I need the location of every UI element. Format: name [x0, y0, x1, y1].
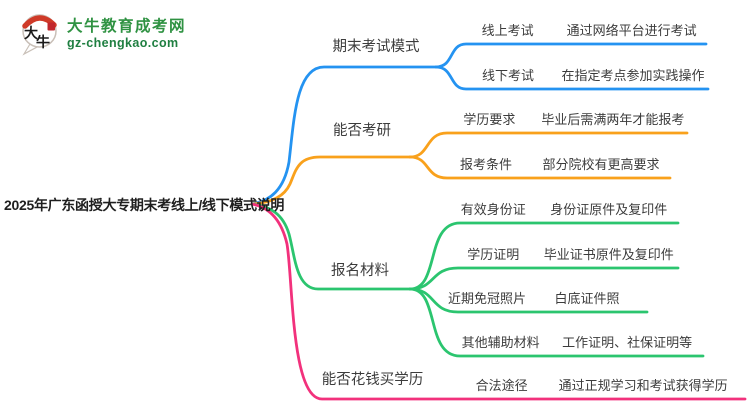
- leaf-desc: 通过正规学习和考试获得学历: [558, 378, 728, 393]
- leaf-desc: 部分院校有更高要求: [542, 157, 660, 172]
- branch-label-materials: 报名材料: [331, 263, 389, 279]
- leaf-desc: 工作证明、社保证明等: [562, 335, 693, 350]
- central-topic: 2025年广东函授大专期末考线上/线下模式说明: [4, 197, 285, 213]
- site-logo: 大 牛 大牛教育成考网 gz-chengkao.com: [20, 12, 186, 56]
- branch-buy-diploma-line: [250, 202, 747, 401]
- daniu-logo-icon: 大 牛: [22, 14, 57, 56]
- leaf-other-materials: 其他辅助材料 工作证明、社保证明等: [450, 329, 703, 351]
- leaf-desc: 通过网络平台进行考试: [566, 23, 697, 38]
- branch-postgrad-child1-line: [408, 131, 689, 159]
- logo-domain-text: gz-chengkao.com: [67, 35, 179, 50]
- leaf-online-exam: 线上考试 通过网络平台进行考试: [458, 17, 706, 39]
- logo-brand-text: 大牛教育成考网: [67, 17, 187, 35]
- leaf-label: 有效身份证: [460, 202, 526, 217]
- svg-text:牛: 牛: [36, 34, 50, 50]
- leaf-id-card: 有效身份证 身份证原件及复印件: [447, 196, 678, 218]
- leaf-label: 线下考试: [481, 68, 534, 83]
- leaf-label: 合法途径: [475, 378, 528, 393]
- leaf-desc: 身份证原件及复印件: [550, 202, 668, 217]
- branch-label-postgrad: 能否考研: [333, 123, 391, 139]
- leaf-photo: 近期免冠照片 白底证件照: [447, 285, 647, 307]
- branch-materials-line: [250, 202, 412, 291]
- leaf-label: 其他辅助材料: [461, 335, 540, 350]
- leaf-label: 报考条件: [459, 157, 512, 172]
- branch-exam-mode-child2-line: [434, 65, 710, 91]
- branch-exam-mode-line: [250, 65, 438, 206]
- leaf-application-condition: 报考条件 部分院校有更高要求: [440, 151, 670, 173]
- leaf-desc: 在指定考点参加实践操作: [561, 68, 705, 83]
- leaf-label: 近期免冠照片: [447, 291, 526, 306]
- branch-label-buy-diploma: 能否花钱买学历: [321, 372, 424, 388]
- leaf-label: 学历证明: [467, 247, 520, 262]
- leaf-label: 学历要求: [463, 112, 516, 127]
- leaf-desc: 毕业后需满两年才能报考: [541, 112, 685, 127]
- leaf-desc: 毕业证书原件及复印件: [543, 247, 674, 262]
- branch-materials-child4-line: [408, 287, 705, 358]
- leaf-desc: 白底证件照: [554, 291, 620, 306]
- branch-exam-mode-child1-line: [434, 42, 708, 69]
- leaf-legal-way: 合法途径 通过正规学习和考试获得学历: [462, 372, 745, 394]
- leaf-offline-exam: 线下考试 在指定考点参加实践操作: [458, 62, 708, 84]
- branch-postgrad-child2-line: [408, 155, 672, 180]
- leaf-diploma-proof: 学历证明 毕业证书原件及复印件: [447, 241, 678, 263]
- branch-postgrad-line: [250, 155, 412, 206]
- branch-label-exam-mode: 期末考试模式: [332, 39, 420, 55]
- leaf-label: 线上考试: [481, 23, 534, 38]
- leaf-degree-requirement: 学历要求 毕业后需满两年才能报考: [440, 106, 687, 128]
- branch-materials-child1-line: [408, 221, 680, 291]
- branch-materials-child2-line: [408, 266, 680, 291]
- svg-text:大: 大: [24, 25, 38, 41]
